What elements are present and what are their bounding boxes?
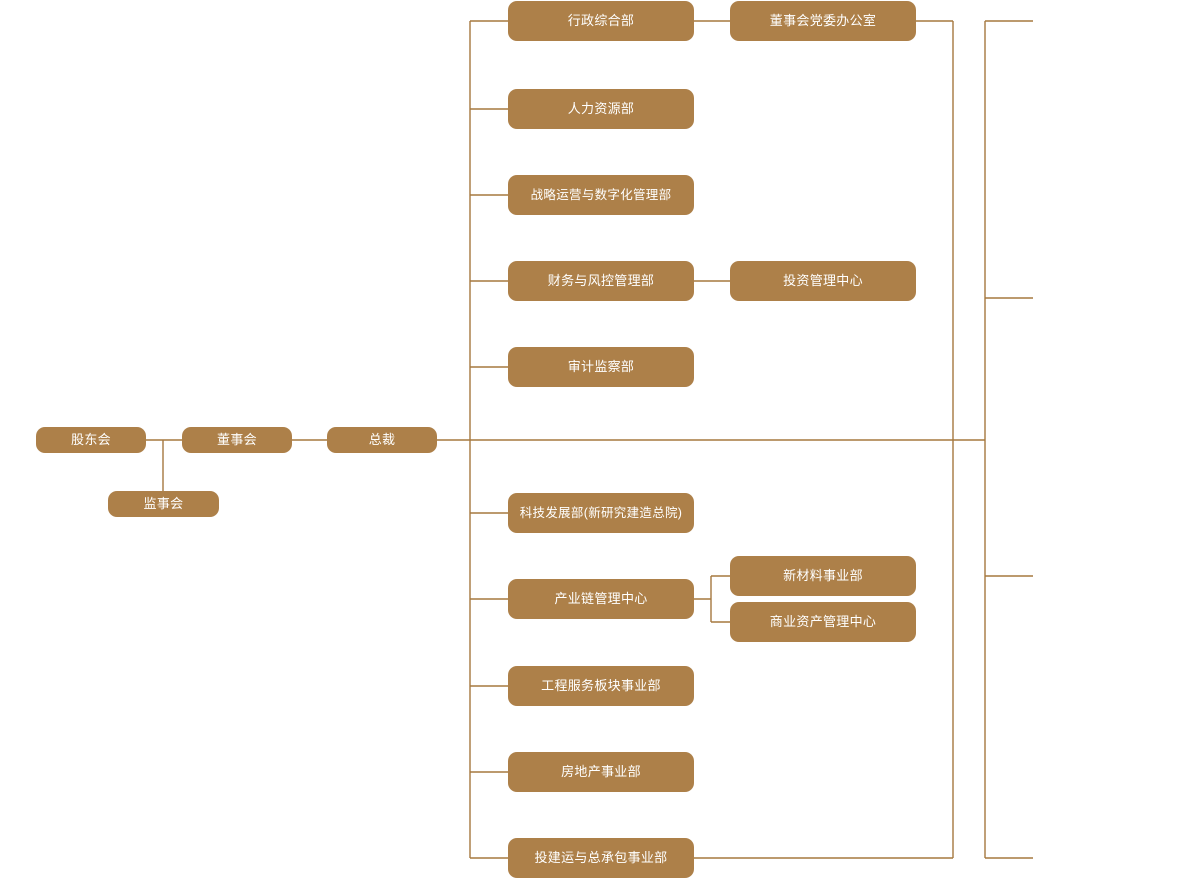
node-strategy-department[interactable]: 战略运营与数字化管理部 <box>508 175 694 215</box>
node-president[interactable]: 总裁 <box>327 427 437 453</box>
node-engineering-division[interactable]: 工程服务板块事业部 <box>508 666 694 706</box>
node-supervisors[interactable]: 监事会 <box>108 491 219 517</box>
node-board-party-office[interactable]: 董事会党委办公室 <box>730 1 916 41</box>
node-hr-department[interactable]: 人力资源部 <box>508 89 694 129</box>
node-commercial-assets-center[interactable]: 商业资产管理中心 <box>730 602 916 642</box>
node-board[interactable]: 董事会 <box>182 427 292 453</box>
node-shareholders[interactable]: 股东会 <box>36 427 146 453</box>
node-chain-center[interactable]: 产业链管理中心 <box>508 579 694 619</box>
node-investment-center[interactable]: 投资管理中心 <box>730 261 916 301</box>
node-new-materials-division[interactable]: 新材料事业部 <box>730 556 916 596</box>
node-audit-department[interactable]: 审计监察部 <box>508 347 694 387</box>
node-epc-division[interactable]: 投建运与总承包事业部 <box>508 838 694 878</box>
node-admin-department[interactable]: 行政综合部 <box>508 1 694 41</box>
node-finance-department[interactable]: 财务与风控管理部 <box>508 261 694 301</box>
node-realestate-division[interactable]: 房地产事业部 <box>508 752 694 792</box>
node-tech-department[interactable]: 科技发展部(新研究建造总院) <box>508 493 694 533</box>
